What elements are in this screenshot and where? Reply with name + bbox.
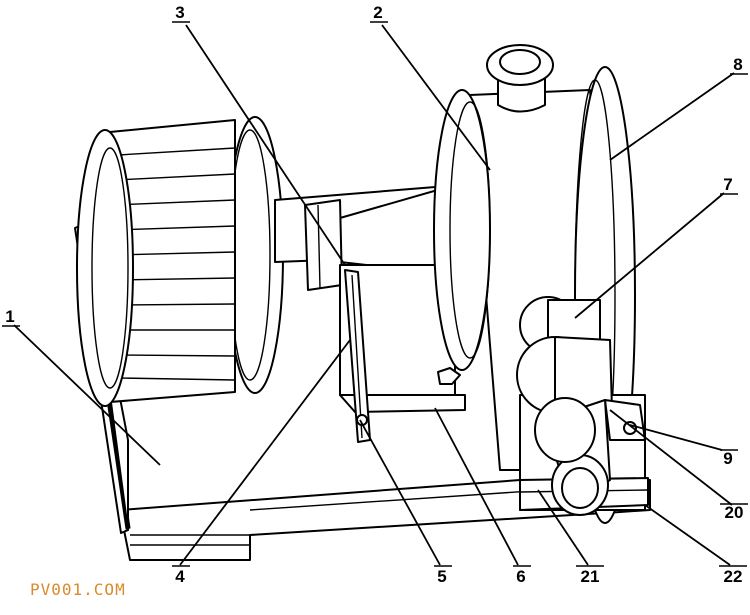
- pulley-wheel: [76, 116, 284, 407]
- inlet-pipe-assembly: [516, 296, 649, 516]
- callout-9: 9: [720, 449, 738, 468]
- callout-3: 3: [172, 3, 190, 23]
- callout-22: 22: [719, 565, 747, 586]
- callout-7-label: 7: [723, 175, 732, 194]
- callout-7: 7: [720, 175, 738, 195]
- callout-20-label: 20: [725, 503, 744, 522]
- callout-21-label: 21: [581, 567, 600, 586]
- callout-2-label: 2: [373, 3, 382, 22]
- watermark-text: PV001.COM: [30, 580, 126, 599]
- callout-6: 6: [513, 565, 531, 586]
- callout-8-label: 8: [733, 55, 742, 74]
- callout-8: 8: [730, 55, 748, 75]
- callout-1: 1: [2, 307, 20, 327]
- callout-6-label: 6: [516, 567, 525, 586]
- callout-5: 5: [434, 565, 452, 586]
- callout-2: 2: [370, 3, 388, 23]
- callout-3-label: 3: [175, 3, 184, 22]
- callout-1-label: 1: [5, 307, 14, 326]
- callout-4-label: 4: [175, 567, 185, 586]
- bearing-housing: [304, 184, 456, 291]
- callout-5-label: 5: [437, 567, 446, 586]
- callout-4: 4: [172, 565, 190, 586]
- pedestal-stand: [339, 264, 466, 443]
- outlet-nozzle: [486, 44, 554, 113]
- callout-21: 21: [576, 565, 604, 586]
- callout-9-label: 9: [723, 449, 732, 468]
- leader-lines: [13, 24, 735, 566]
- callout-22-label: 22: [724, 567, 743, 586]
- callout-20: 20: [720, 503, 748, 522]
